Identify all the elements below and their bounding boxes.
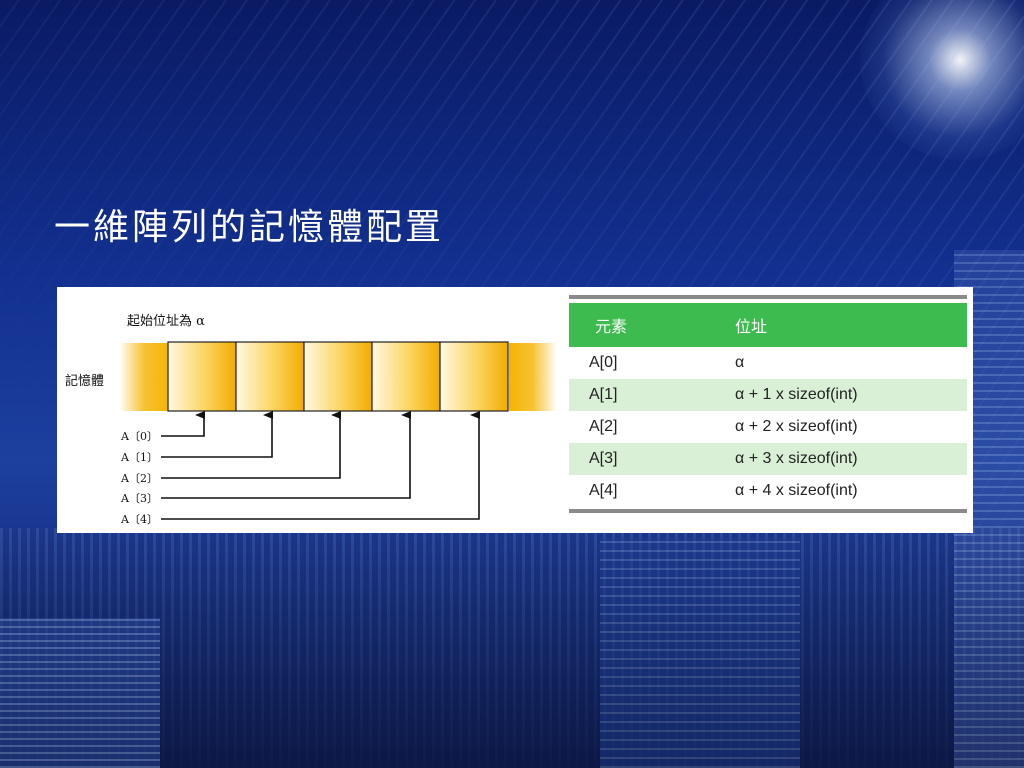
element-label: A〔4〕 bbox=[120, 513, 158, 526]
table-top-rule bbox=[569, 295, 967, 299]
cell-address: α + 3 x sizeof(int) bbox=[735, 450, 858, 467]
cell-address: α bbox=[735, 354, 745, 371]
cell-element: A[3] bbox=[589, 450, 618, 467]
cell-element: A[2] bbox=[589, 418, 618, 435]
table-header: 元素 位址 bbox=[569, 303, 967, 347]
element-label: A〔1〕 bbox=[120, 451, 158, 464]
table-bottom-rule bbox=[569, 509, 967, 513]
cell-element: A[0] bbox=[589, 354, 618, 371]
pointer-arrow bbox=[161, 411, 273, 458]
memory-strip-right bbox=[509, 343, 557, 411]
memory-cell bbox=[167, 341, 237, 412]
cell-element: A[4] bbox=[589, 482, 618, 499]
background-building-center bbox=[600, 538, 800, 768]
pointer-arrow bbox=[161, 411, 341, 479]
pointer-arrow bbox=[161, 411, 205, 437]
cell-element: A[1] bbox=[589, 386, 618, 403]
background-city-skyline bbox=[0, 528, 1024, 768]
slide-title: 一維陣列的記憶體配置 bbox=[54, 207, 445, 248]
memory-cell bbox=[439, 341, 509, 412]
address-table: 元素 位址 A[0] α A[1] α + 1 x sizeof(int) A[… bbox=[569, 295, 967, 513]
background-building-left bbox=[0, 618, 160, 768]
memory-strip-left bbox=[119, 343, 169, 411]
pointer-arrow bbox=[161, 411, 411, 499]
content-panel: 起始位址為 α 記憶體 A〔0〕 A〔1〕 A〔2〕 A〔3〕 A〔4〕 元素 … bbox=[57, 287, 973, 533]
memory-cell bbox=[303, 341, 373, 412]
element-label: A〔3〕 bbox=[120, 492, 158, 505]
pointer-arrow bbox=[161, 411, 480, 520]
memory-label: 記憶體 bbox=[65, 373, 104, 389]
table-row: A[4] α + 4 x sizeof(int) bbox=[569, 475, 967, 507]
memory-cell bbox=[235, 341, 305, 412]
cell-address: α + 4 x sizeof(int) bbox=[735, 482, 858, 499]
column-header-element: 元素 bbox=[595, 317, 628, 336]
cell-address: α + 1 x sizeof(int) bbox=[735, 386, 858, 403]
memory-diagram: 起始位址為 α 記憶體 A〔0〕 A〔1〕 A〔2〕 A〔3〕 A〔4〕 bbox=[65, 313, 557, 526]
start-address-label: 起始位址為 α bbox=[127, 313, 205, 329]
table-row: A[1] α + 1 x sizeof(int) bbox=[569, 379, 967, 411]
cell-address: α + 2 x sizeof(int) bbox=[735, 418, 858, 435]
element-label: A〔0〕 bbox=[120, 430, 158, 443]
memory-cell bbox=[371, 341, 441, 412]
table-row: A[2] α + 2 x sizeof(int) bbox=[569, 411, 967, 443]
column-header-address: 位址 bbox=[735, 317, 768, 336]
element-label: A〔2〕 bbox=[120, 472, 158, 485]
table-row: A[3] α + 3 x sizeof(int) bbox=[569, 443, 967, 475]
table-row: A[0] α bbox=[569, 347, 967, 379]
